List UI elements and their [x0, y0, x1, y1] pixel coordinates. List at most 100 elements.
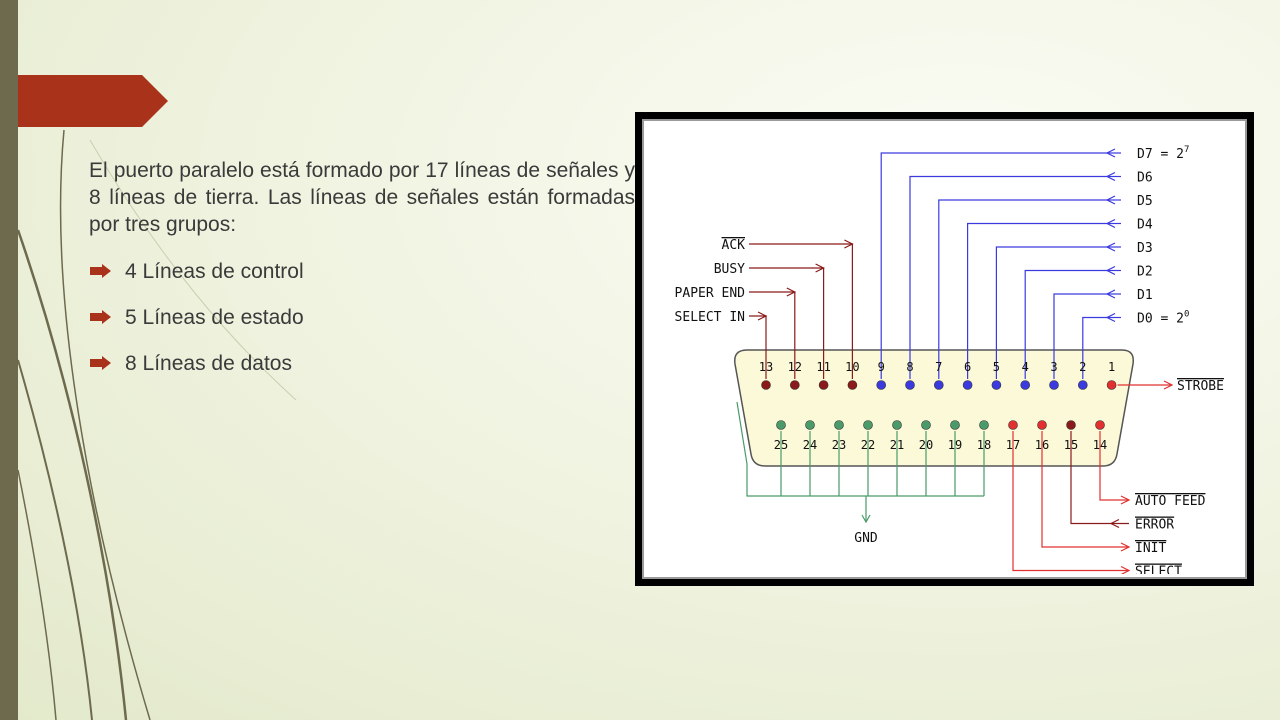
- arrow-right-icon: [90, 310, 111, 324]
- pin-dot: [1049, 380, 1059, 390]
- arrowhead-right: [1120, 542, 1131, 552]
- arrow-right-icon: [90, 264, 111, 278]
- data-line-wire: [967, 222, 1107, 379]
- arrowhead-left: [1109, 518, 1120, 529]
- pin-number: 21: [890, 438, 904, 452]
- pin-number: 23: [832, 438, 846, 452]
- pin-number: 3: [1050, 360, 1057, 374]
- left-sidebar-bar: [0, 0, 18, 720]
- bullet-list: 4 Líneas de control 5 Líneas de estado 8…: [89, 248, 635, 386]
- arrowhead-right: [1120, 565, 1131, 574]
- pin-number: 13: [759, 360, 773, 374]
- control-line-wire: [1099, 431, 1129, 501]
- pin-number: 8: [906, 360, 913, 374]
- data-line-label: D3: [1137, 241, 1153, 256]
- pin-number: 7: [935, 360, 942, 374]
- control-line-label: AUTO FEED: [1135, 494, 1206, 509]
- control-line-wire: [1041, 431, 1129, 548]
- arrowhead-right: [1120, 495, 1131, 505]
- pin-number: 19: [948, 438, 962, 452]
- control-line-label: SELECT: [1135, 565, 1182, 575]
- arrowhead-right: [1163, 380, 1174, 390]
- data-line-label: D1: [1137, 288, 1153, 303]
- pin-number: 9: [878, 360, 885, 374]
- status-line-label: ACK: [722, 238, 746, 253]
- pin-number: 5: [993, 360, 1000, 374]
- slide-text-block: El puerto paralelo está formado por 17 l…: [89, 157, 635, 386]
- control-line-label: INIT: [1135, 541, 1166, 556]
- pin-dot: [1095, 420, 1105, 430]
- status-line-label: SELECT IN: [675, 310, 745, 325]
- data-line-label: D6: [1137, 171, 1153, 186]
- arrowhead-right: [757, 311, 768, 321]
- data-line-label: D7 = 27: [1137, 145, 1189, 162]
- pin-number: 17: [1006, 438, 1020, 452]
- bullet-item-data: 8 Líneas de datos: [89, 340, 635, 386]
- arrowhead-right: [844, 239, 854, 249]
- pin-dot: [921, 420, 931, 430]
- strobe-label: STROBE: [1177, 379, 1224, 394]
- pin-number: 4: [1022, 360, 1029, 374]
- data-line-label: D4: [1137, 218, 1153, 233]
- status-line-label: BUSY: [714, 262, 745, 277]
- pin-number: 12: [788, 360, 802, 374]
- pin-number: 22: [861, 438, 875, 452]
- status-line-label: PAPER END: [675, 286, 746, 301]
- pin-dot: [1008, 420, 1018, 430]
- db25-connector-shell: [734, 349, 1135, 467]
- pin-number: 1: [1108, 360, 1115, 374]
- data-line-exponent: 7: [1184, 145, 1189, 155]
- pin-dot: [962, 380, 973, 390]
- intro-paragraph: El puerto paralelo está formado por 17 l…: [89, 159, 635, 236]
- pin-dot: [1106, 380, 1117, 390]
- data-line-label: D5: [1137, 194, 1153, 209]
- pin-number: 11: [816, 360, 830, 374]
- data-line-label: D2: [1137, 265, 1153, 280]
- pin-dot: [892, 420, 902, 430]
- pin-dot: [1066, 420, 1076, 430]
- data-line-label: D0 = 20: [1137, 310, 1189, 327]
- pin-dot: [761, 380, 771, 390]
- data-line-wire: [909, 175, 1107, 379]
- pin-number: 2: [1079, 360, 1086, 374]
- pin-dot: [1077, 380, 1088, 390]
- pin-dot: [847, 380, 858, 390]
- pin-dot: [991, 380, 1002, 390]
- data-line-wire: [1053, 293, 1107, 379]
- data-line-wire: [880, 152, 1107, 379]
- bullet-label: 8 Líneas de datos: [125, 351, 292, 375]
- arrowhead-right: [815, 263, 825, 273]
- pin-number: 6: [964, 360, 971, 374]
- pin-dot: [933, 380, 944, 390]
- data-line-wire: [995, 246, 1107, 379]
- pin-dot: [876, 380, 886, 390]
- pin-dot: [979, 420, 989, 430]
- data-line-wire: [1024, 269, 1107, 379]
- control-line-wire: [1012, 431, 1129, 572]
- pin-dot: [834, 420, 844, 430]
- data-line-wire: [1082, 316, 1107, 379]
- data-line-exponent: 0: [1184, 310, 1189, 320]
- bullet-label: 4 Líneas de control: [125, 259, 304, 283]
- pin-dot: [905, 380, 915, 390]
- pin-number: 15: [1064, 438, 1078, 452]
- pin-number: 24: [803, 438, 817, 452]
- pin-dot: [863, 420, 873, 430]
- ground-label: GND: [854, 531, 878, 546]
- bullet-item-control: 4 Líneas de control: [89, 248, 635, 294]
- pin-dot: [818, 380, 829, 390]
- bullet-item-status: 5 Líneas de estado: [89, 294, 635, 340]
- pin-dot: [1020, 380, 1031, 390]
- pin-dot: [805, 420, 815, 430]
- arrow-right-icon: [90, 356, 111, 370]
- pin-dot: [776, 420, 786, 430]
- pin-dot: [1037, 420, 1047, 430]
- decorative-swoosh-lines: [16, 129, 297, 720]
- pin-number: 10: [845, 360, 859, 374]
- bullet-label: 5 Líneas de estado: [125, 305, 304, 329]
- pin-dot: [950, 420, 960, 430]
- pin-number: 20: [919, 438, 933, 452]
- pin-dot: [790, 380, 800, 390]
- pin-number: 16: [1035, 438, 1049, 452]
